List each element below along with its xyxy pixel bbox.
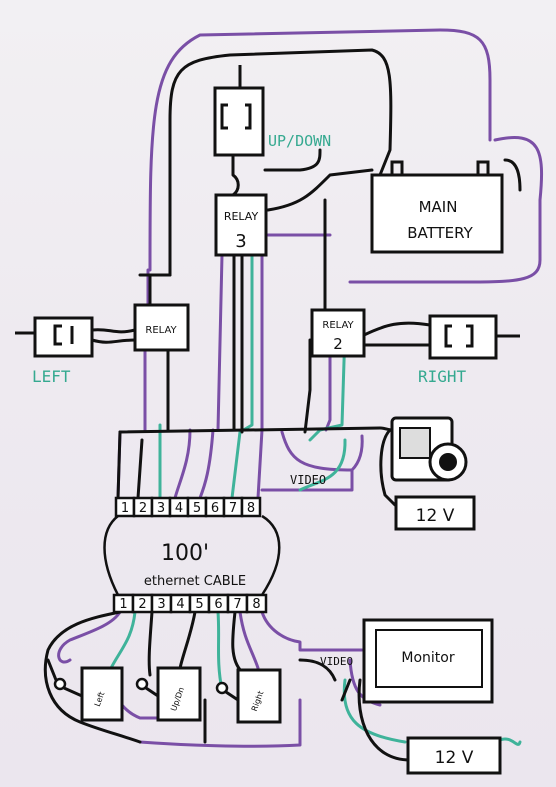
left-actuator: [15, 316, 94, 358]
video-label-bottom: VIDEO: [320, 655, 353, 668]
terminal-number: 3: [157, 597, 165, 612]
terminal-cell: 1: [112, 593, 135, 614]
battery-terminal-icon: [476, 160, 490, 175]
right-label: RIGHT: [418, 367, 467, 386]
actuator-icon: [220, 103, 252, 130]
monitor-screen-icon: [375, 629, 483, 688]
terminal-number: 6: [211, 501, 219, 516]
video-label-top: VIDEO: [290, 473, 326, 487]
cable-type-label: ethernet CABLE: [144, 574, 246, 589]
relay-3: RELAY 3: [214, 193, 268, 257]
terminal-number: 5: [195, 597, 203, 612]
camera-icon: [399, 427, 431, 459]
updown-label: UP/DOWN: [268, 132, 331, 150]
terminal-cell: 4: [169, 593, 192, 614]
terminal-number: 4: [175, 501, 183, 516]
cable-length-label: 100': [161, 541, 209, 566]
terminal-cell: 4: [168, 496, 190, 518]
power-supply-top: 12 V: [394, 495, 476, 531]
actuator-icon: [53, 324, 62, 346]
relay-left-label: RELAY: [145, 325, 177, 336]
terminal-number: 5: [193, 501, 201, 516]
toggle-icon: [215, 681, 229, 695]
terminal-cell: 7: [226, 593, 249, 614]
terminal-number: 1: [121, 501, 129, 516]
terminal-number: 1: [119, 597, 127, 612]
terminal-number: 8: [252, 597, 260, 612]
switch-updown: Up/Dn: [135, 666, 202, 722]
terminal-cell: 5: [188, 593, 211, 614]
power-supply-bottom: 12 V: [406, 736, 502, 775]
battery-label-2: BATTERY: [407, 224, 473, 242]
terminal-number: 8: [247, 501, 255, 516]
power-top-label: 12 V: [416, 506, 455, 526]
terminal-number: 2: [139, 501, 147, 516]
relay-3-label: RELAY: [224, 210, 259, 223]
monitor: Monitor: [362, 618, 494, 704]
ethernet-cable: 100' ethernet CABLE: [103, 514, 281, 597]
switch-panel: Left Up/Dn Right: [53, 666, 282, 724]
camera: [390, 416, 468, 482]
left-label: LEFT: [32, 367, 71, 386]
terminal-cell: 7: [222, 496, 244, 518]
right-actuator: [428, 314, 520, 360]
battery-terminal-icon: [390, 160, 404, 175]
terminal-cell: 3: [150, 496, 172, 518]
terminal-cell: 3: [150, 593, 173, 614]
terminal-number: 2: [138, 597, 146, 612]
relay-2: RELAY 2: [310, 308, 366, 358]
toggle-icon: [135, 677, 149, 691]
terminal-number: 7: [233, 597, 241, 612]
terminal-number: 4: [176, 597, 184, 612]
battery-label-1: MAIN: [419, 198, 458, 216]
monitor-label: Monitor: [401, 650, 454, 666]
terminal-number: 3: [157, 501, 165, 516]
black-wires: [43, 48, 522, 762]
relay-2-label: RELAY: [322, 320, 354, 331]
relay-2-number: 2: [333, 335, 343, 353]
switch-right: Right: [215, 668, 282, 724]
switch-left: Left: [53, 666, 124, 722]
terminal-cell: 1: [114, 496, 136, 518]
terminal-cell: 5: [186, 496, 208, 518]
terminal-cell: 8: [245, 593, 268, 614]
terminal-cell: 2: [131, 593, 154, 614]
terminal-cell: 2: [132, 496, 154, 518]
terminal-number: 6: [214, 597, 222, 612]
terminal-cell: 6: [207, 593, 230, 614]
terminal-number: 7: [229, 501, 237, 516]
main-battery: MAIN BATTERY: [370, 160, 504, 254]
relay-left: RELAY: [133, 303, 190, 352]
updown-actuator: [213, 65, 265, 157]
relay-3-number: 3: [235, 231, 246, 252]
toggle-icon: [53, 677, 67, 691]
actuator-icon: [444, 324, 474, 348]
terminal-cell: 6: [204, 496, 226, 518]
power-bottom-label: 12 V: [435, 748, 474, 768]
terminal-cell: 8: [240, 496, 262, 518]
